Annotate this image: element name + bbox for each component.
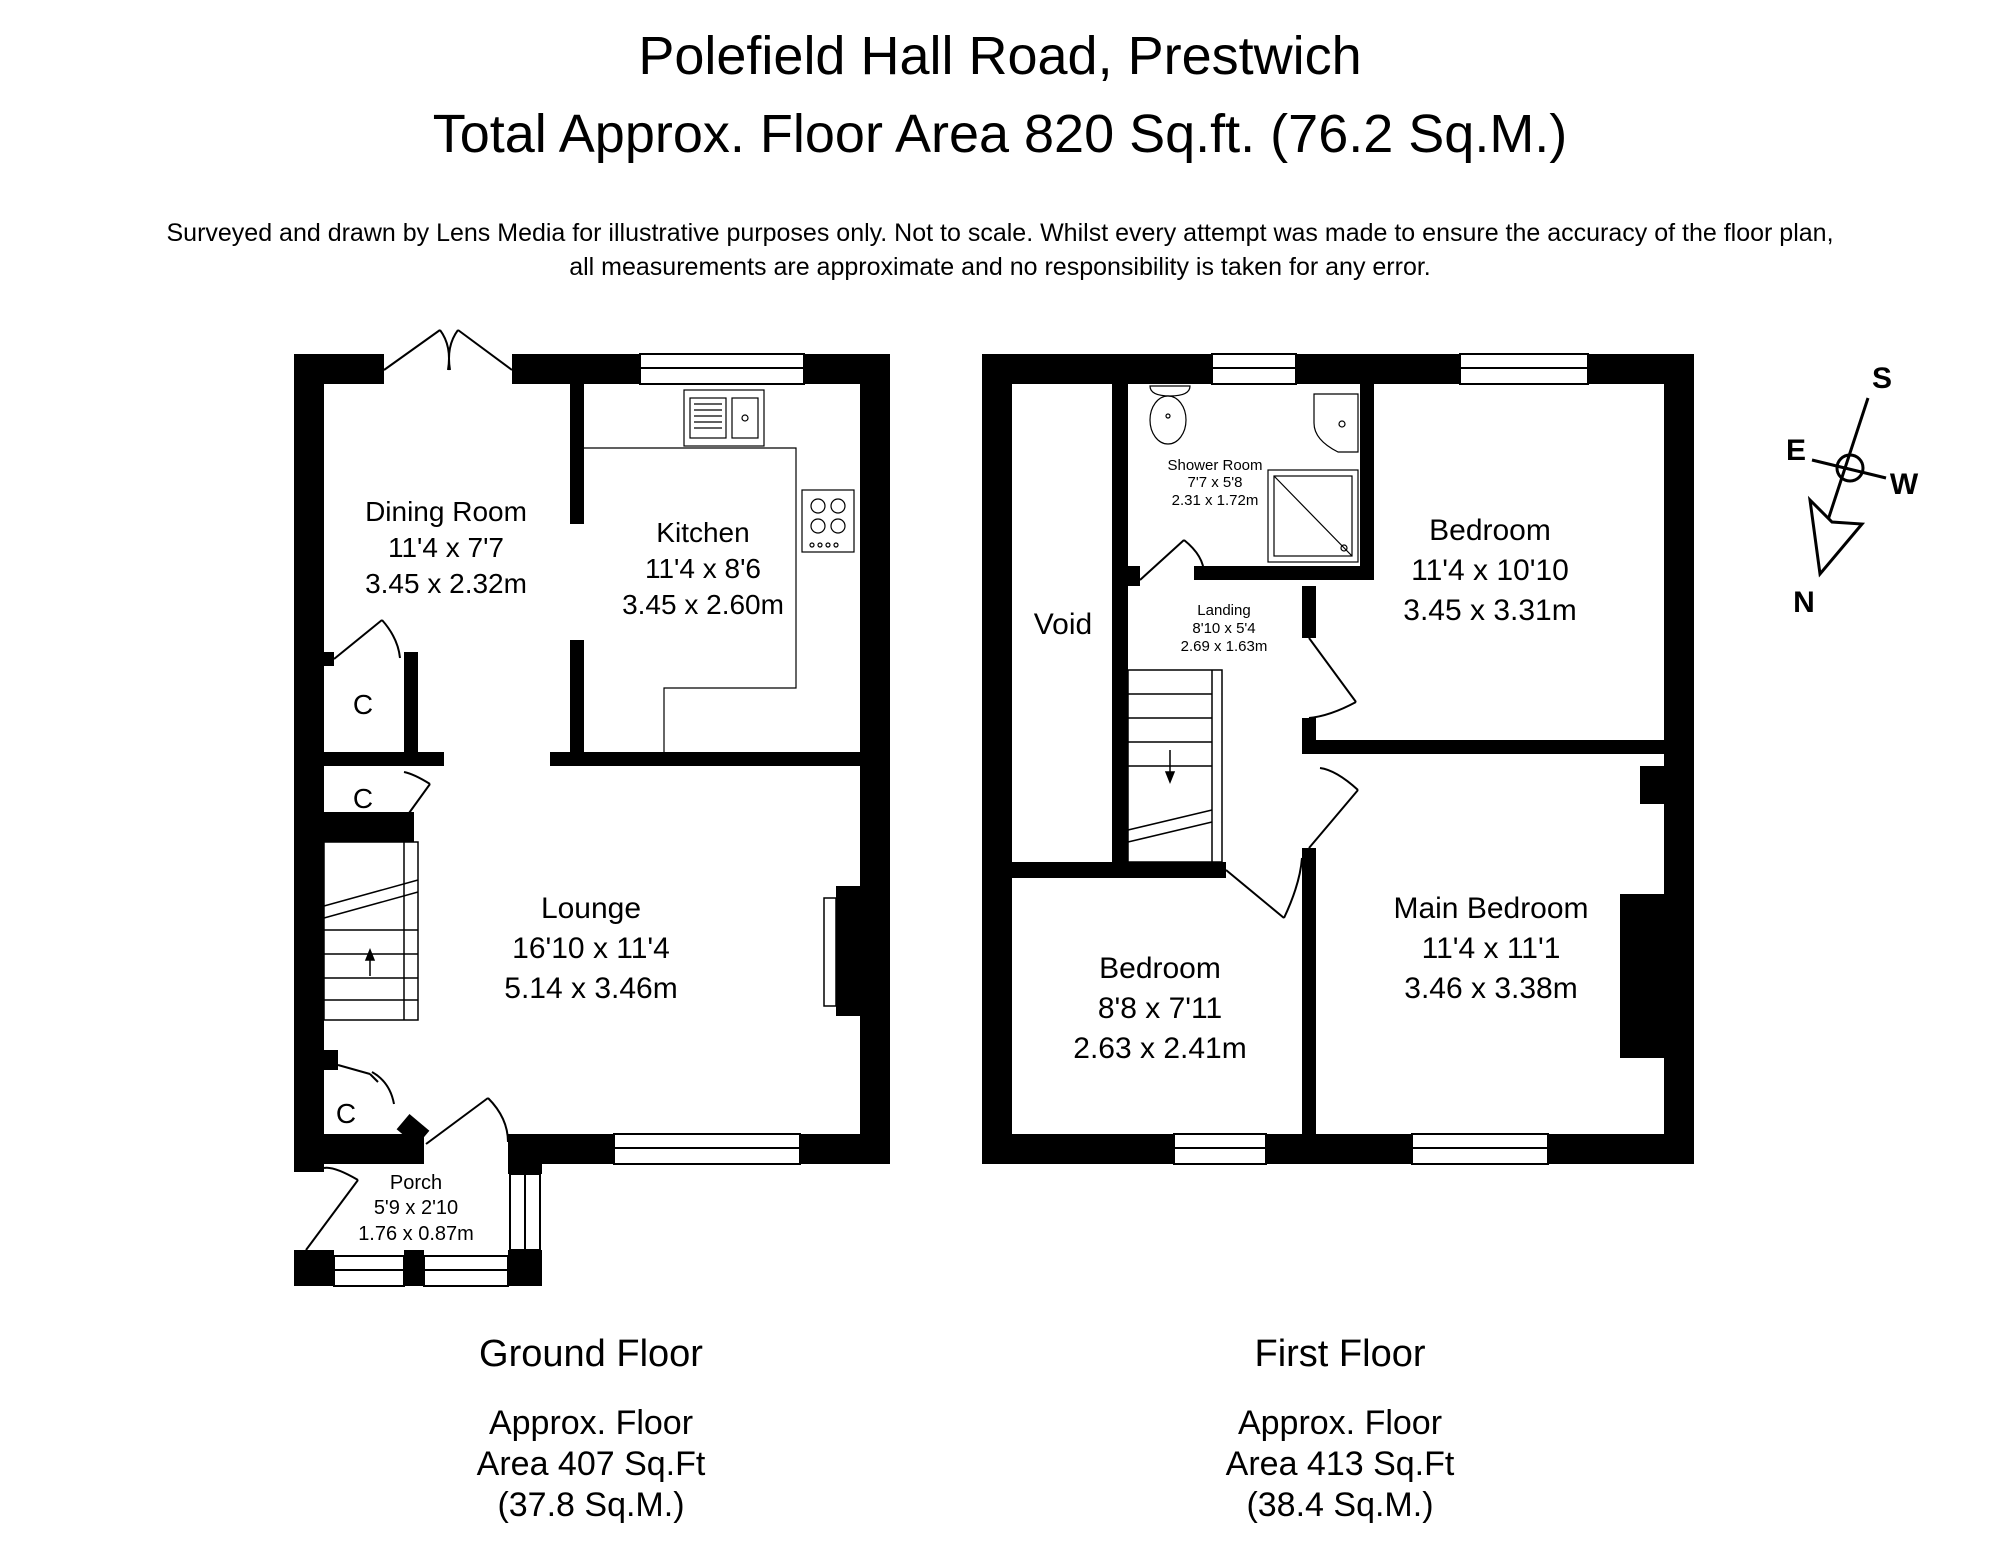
- rear-bedroom-metric: 3.45 x 3.31m: [1403, 594, 1576, 627]
- kitchen-name: Kitchen: [656, 517, 749, 548]
- ground-floor-area-line-1: Approx. Floor: [489, 1404, 693, 1442]
- ground-floor-summary: Ground Floor Approx. Floor Area 407 Sq.F…: [477, 1333, 706, 1524]
- shower-room-metric: 2.31 x 1.72m: [1172, 492, 1259, 509]
- ground-floor-plan: Dining Room 11'4 x 7'7 3.45 x 2.32m Kitc…: [294, 329, 890, 1524]
- small-bedroom-metric: 2.63 x 2.41m: [1073, 1032, 1246, 1065]
- main-bedroom-name: Main Bedroom: [1393, 892, 1588, 925]
- dining-room-imperial: 11'4 x 7'7: [388, 532, 504, 563]
- kitchen-imperial: 11'4 x 8'6: [645, 553, 761, 584]
- compass-south: S: [1872, 362, 1892, 395]
- first-floor-doors: [1139, 539, 1359, 919]
- first-floor-area-line-2: Area 413 Sq.Ft: [1226, 1445, 1455, 1483]
- disclaimer-line-1: Surveyed and drawn by Lens Media for ill…: [166, 219, 1834, 247]
- fireplace: [823, 897, 837, 1007]
- shower-room-fittings: [1149, 385, 1359, 563]
- lounge-imperial: 16'10 x 11'4: [512, 932, 670, 965]
- shower-room-name: Shower Room: [1167, 457, 1262, 474]
- first-floor-plan: Void Shower Room 7'7 x 5'8 2.31 x 1.72m …: [982, 353, 1694, 1524]
- ground-floor-label: Ground Floor: [479, 1333, 703, 1375]
- toilet-icon: [1149, 385, 1191, 397]
- landing-name: Landing: [1197, 602, 1250, 619]
- first-floor-area-line-3: (38.4 Sq.M.): [1246, 1486, 1433, 1524]
- compass-west: W: [1890, 468, 1919, 501]
- first-floor-walls: [982, 354, 1694, 1164]
- kitchen-fittings: [584, 389, 855, 752]
- porch-name: Porch: [390, 1172, 442, 1194]
- rear-bedroom-name: Bedroom: [1429, 514, 1551, 547]
- compass-north: N: [1793, 586, 1815, 619]
- first-floor-area-line-1: Approx. Floor: [1238, 1404, 1442, 1442]
- ground-floor-doors: [305, 329, 513, 1251]
- first-floor-windows: [1173, 353, 1589, 1165]
- void-name: Void: [1034, 608, 1092, 641]
- ground-floor-stairs: [323, 841, 419, 1021]
- cupboard-label-1: C: [353, 689, 373, 720]
- kitchen-metric: 3.45 x 2.60m: [622, 589, 784, 620]
- main-bedroom-metric: 3.46 x 3.38m: [1404, 972, 1577, 1005]
- porch-metric: 1.76 x 0.87m: [358, 1223, 474, 1245]
- main-bedroom-imperial: 11'4 x 11'1: [1422, 932, 1561, 965]
- small-bedroom-name: Bedroom: [1099, 952, 1221, 985]
- shower-room-imperial: 7'7 x 5'8: [1188, 474, 1243, 491]
- shower-tray-icon: [1267, 469, 1359, 563]
- landing-metric: 2.69 x 1.63m: [1181, 638, 1268, 655]
- lounge-metric: 5.14 x 3.46m: [504, 972, 677, 1005]
- disclaimer-line-2: all measurements are approximate and no …: [569, 253, 1431, 281]
- lounge-name: Lounge: [541, 892, 641, 925]
- ground-floor-windows: [333, 353, 805, 1287]
- small-bedroom-imperial: 8'8 x 7'11: [1098, 992, 1222, 1025]
- first-floor-stairs: [1127, 669, 1223, 863]
- landing-imperial: 8'10 x 5'4: [1192, 620, 1255, 637]
- cupboard-label-2: C: [353, 783, 373, 814]
- dining-room-metric: 3.45 x 2.32m: [365, 568, 527, 599]
- cupboard-label-3: C: [336, 1098, 356, 1129]
- compass-rose-icon: S E W N: [1786, 362, 1919, 619]
- disclaimer: Surveyed and drawn by Lens Media for ill…: [0, 216, 2000, 284]
- first-floor-labels: Void Shower Room 7'7 x 5'8 2.31 x 1.72m …: [1034, 457, 1589, 1065]
- porch-imperial: 5'9 x 2'10: [374, 1197, 458, 1219]
- ground-floor-labels: Dining Room 11'4 x 7'7 3.45 x 2.32m Kitc…: [336, 496, 784, 1245]
- first-floor-label: First Floor: [1255, 1333, 1426, 1375]
- total-floor-area: Total Approx. Floor Area 820 Sq.ft. (76.…: [432, 104, 1568, 164]
- ground-floor-area-line-3: (37.8 Sq.M.): [497, 1486, 684, 1524]
- ground-floor-area-line-2: Area 407 Sq.Ft: [477, 1445, 706, 1483]
- first-floor-summary: First Floor Approx. Floor Area 413 Sq.Ft…: [1226, 1333, 1455, 1524]
- ground-floor-walls: [294, 354, 890, 1286]
- plan-title: Polefield Hall Road, Prestwich: [638, 26, 1362, 86]
- sink-icon: [683, 389, 765, 447]
- compass-east: E: [1786, 434, 1806, 467]
- basin-icon: [1313, 393, 1359, 453]
- dining-room-name: Dining Room: [365, 496, 527, 527]
- rear-bedroom-imperial: 11'4 x 10'10: [1411, 554, 1569, 587]
- hob-icon: [801, 489, 855, 553]
